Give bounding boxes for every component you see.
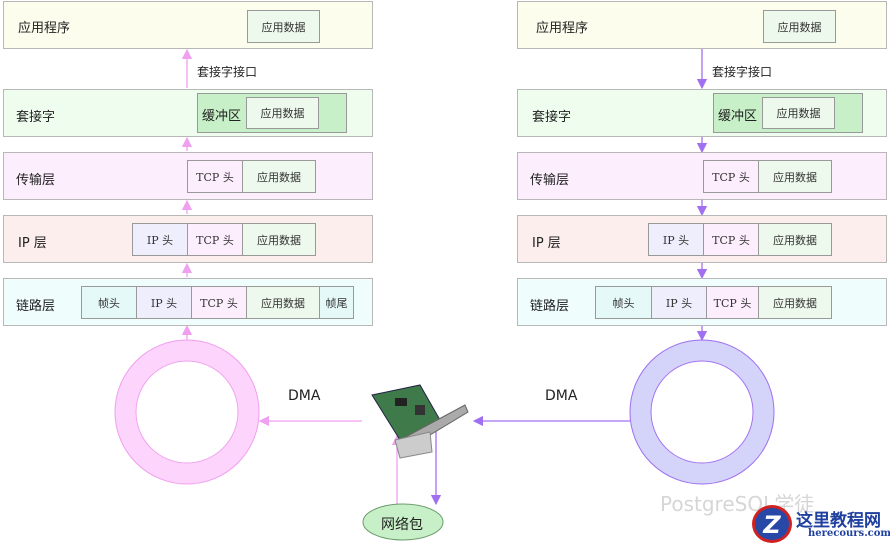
tx-ring (629, 339, 775, 485)
ip-head-cell: IP 头 (136, 286, 192, 319)
dma-label-rx: DMA (288, 388, 321, 404)
watermark: PostgreSQL学徒 (660, 492, 815, 516)
tcp-head-cell: TCP 头 (706, 286, 759, 319)
right-transport-layer: 传输层 TCP 头 应用数据 (517, 152, 887, 200)
buffer-label: 缓冲区 (718, 109, 758, 124)
app-data-cell: 应用数据 (758, 286, 832, 319)
app-data-cell: 应用数据 (246, 97, 319, 129)
left-transport-layer: 传输层 TCP 头 应用数据 (3, 152, 373, 200)
dma-label-tx: DMA (545, 388, 578, 404)
left-app-layer: 应用程序 应用数据 (3, 1, 373, 49)
layer-label: 套接字 (532, 110, 572, 125)
logo-title: 这里教程网 (796, 511, 881, 531)
tx-arrows (430, 49, 708, 506)
app-data-cell: 应用数据 (763, 10, 836, 43)
packet-label: 网络包 (381, 517, 423, 533)
app-data-cell: 应用数据 (762, 97, 835, 129)
rx-arrows (181, 48, 403, 505)
tcp-head-cell: TCP 头 (187, 223, 243, 256)
tcp-head-cell: TCP 头 (703, 223, 759, 256)
right-ip-layer: IP 层 IP 头 TCP 头 应用数据 (517, 215, 887, 263)
tcp-head-cell: TCP 头 (187, 160, 243, 193)
frame-head-cell: 帧头 (595, 286, 652, 319)
packet-ellipse (362, 503, 444, 541)
right-link-layer: 链路层 帧头 IP 头 TCP 头 应用数据 (517, 278, 887, 326)
layer-label: IP 层 (18, 236, 47, 251)
buffer-box: 缓冲区 应用数据 (197, 93, 347, 133)
frame-tail-cell: 帧尾 (319, 286, 354, 319)
app-data-cell: 应用数据 (247, 10, 320, 43)
layer-label: 套接字 (16, 110, 56, 125)
layer-label: 链路层 (16, 299, 56, 314)
frame-head-cell: 帧头 (81, 286, 137, 319)
layer-label: 传输层 (530, 173, 570, 188)
buffer-label: 缓冲区 (202, 109, 242, 124)
right-socket-layer: 套接字 缓冲区 应用数据 (517, 89, 887, 137)
layer-label: 传输层 (16, 173, 56, 188)
layer-label: IP 层 (532, 236, 561, 251)
rx-ring (114, 339, 260, 485)
left-socket-layer: 套接字 缓冲区 应用数据 (3, 89, 373, 137)
logo-icon: Z (752, 505, 792, 543)
layer-label: 应用程序 (536, 21, 589, 36)
buffer-box: 缓冲区 应用数据 (713, 93, 863, 133)
ip-head-cell: IP 头 (651, 286, 707, 319)
app-data-cell: 应用数据 (246, 286, 320, 319)
tcp-head-cell: TCP 头 (191, 286, 247, 319)
ip-head-cell: IP 头 (132, 223, 188, 256)
left-ip-layer: IP 层 IP 头 TCP 头 应用数据 (3, 215, 373, 263)
layer-label: 链路层 (530, 299, 570, 314)
app-data-cell: 应用数据 (758, 160, 832, 193)
socket-interface-label: 套接字接口 (197, 65, 258, 79)
app-data-cell: 应用数据 (242, 160, 316, 193)
ip-head-cell: IP 头 (648, 223, 704, 256)
tcp-head-cell: TCP 头 (703, 160, 759, 193)
logo-url: herecours.com (808, 528, 890, 539)
app-data-cell: 应用数据 (242, 223, 316, 256)
layer-label: 应用程序 (18, 21, 71, 36)
socket-interface-label: 套接字接口 (712, 65, 773, 79)
left-link-layer: 链路层 帧头 IP 头 TCP 头 应用数据 帧尾 (3, 278, 373, 326)
right-app-layer: 应用程序 应用数据 (517, 1, 887, 49)
nic-card-image (371, 384, 469, 459)
app-data-cell: 应用数据 (758, 223, 832, 256)
